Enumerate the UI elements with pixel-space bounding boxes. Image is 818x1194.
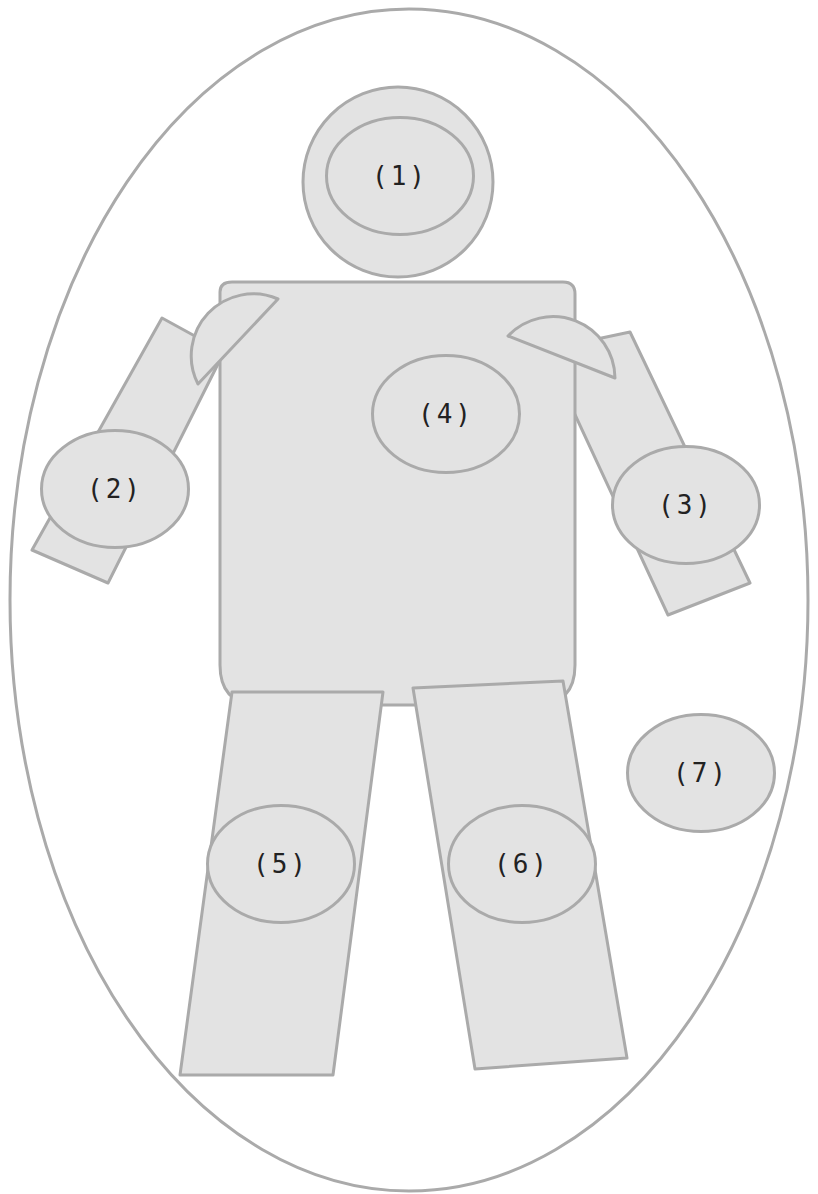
callout-ellipse: (7) — [626, 713, 776, 833]
callout-number: (4) — [418, 399, 474, 429]
callout-number: (7) — [673, 758, 729, 788]
callout-number: (3) — [658, 490, 714, 520]
robot-body — [220, 282, 575, 705]
callout-number: (5) — [253, 849, 309, 879]
callout-ellipse: (5) — [206, 804, 356, 924]
callout-ellipse: (1) — [325, 116, 475, 236]
robot-head — [303, 87, 493, 277]
right-leg — [413, 681, 627, 1069]
callout-number: (2) — [87, 474, 143, 504]
outer-ellipse — [10, 9, 808, 1191]
callout-number: (6) — [494, 849, 550, 879]
left-shoulder — [191, 294, 278, 384]
right-shoulder — [508, 317, 615, 378]
callout-ellipse: (4) — [371, 354, 521, 474]
left-leg — [180, 692, 383, 1075]
callout-ellipse: (2) — [40, 429, 190, 549]
callout-ellipse: (6) — [447, 804, 597, 924]
callout-number: (1) — [372, 161, 428, 191]
callout-ellipse: (3) — [611, 445, 761, 565]
